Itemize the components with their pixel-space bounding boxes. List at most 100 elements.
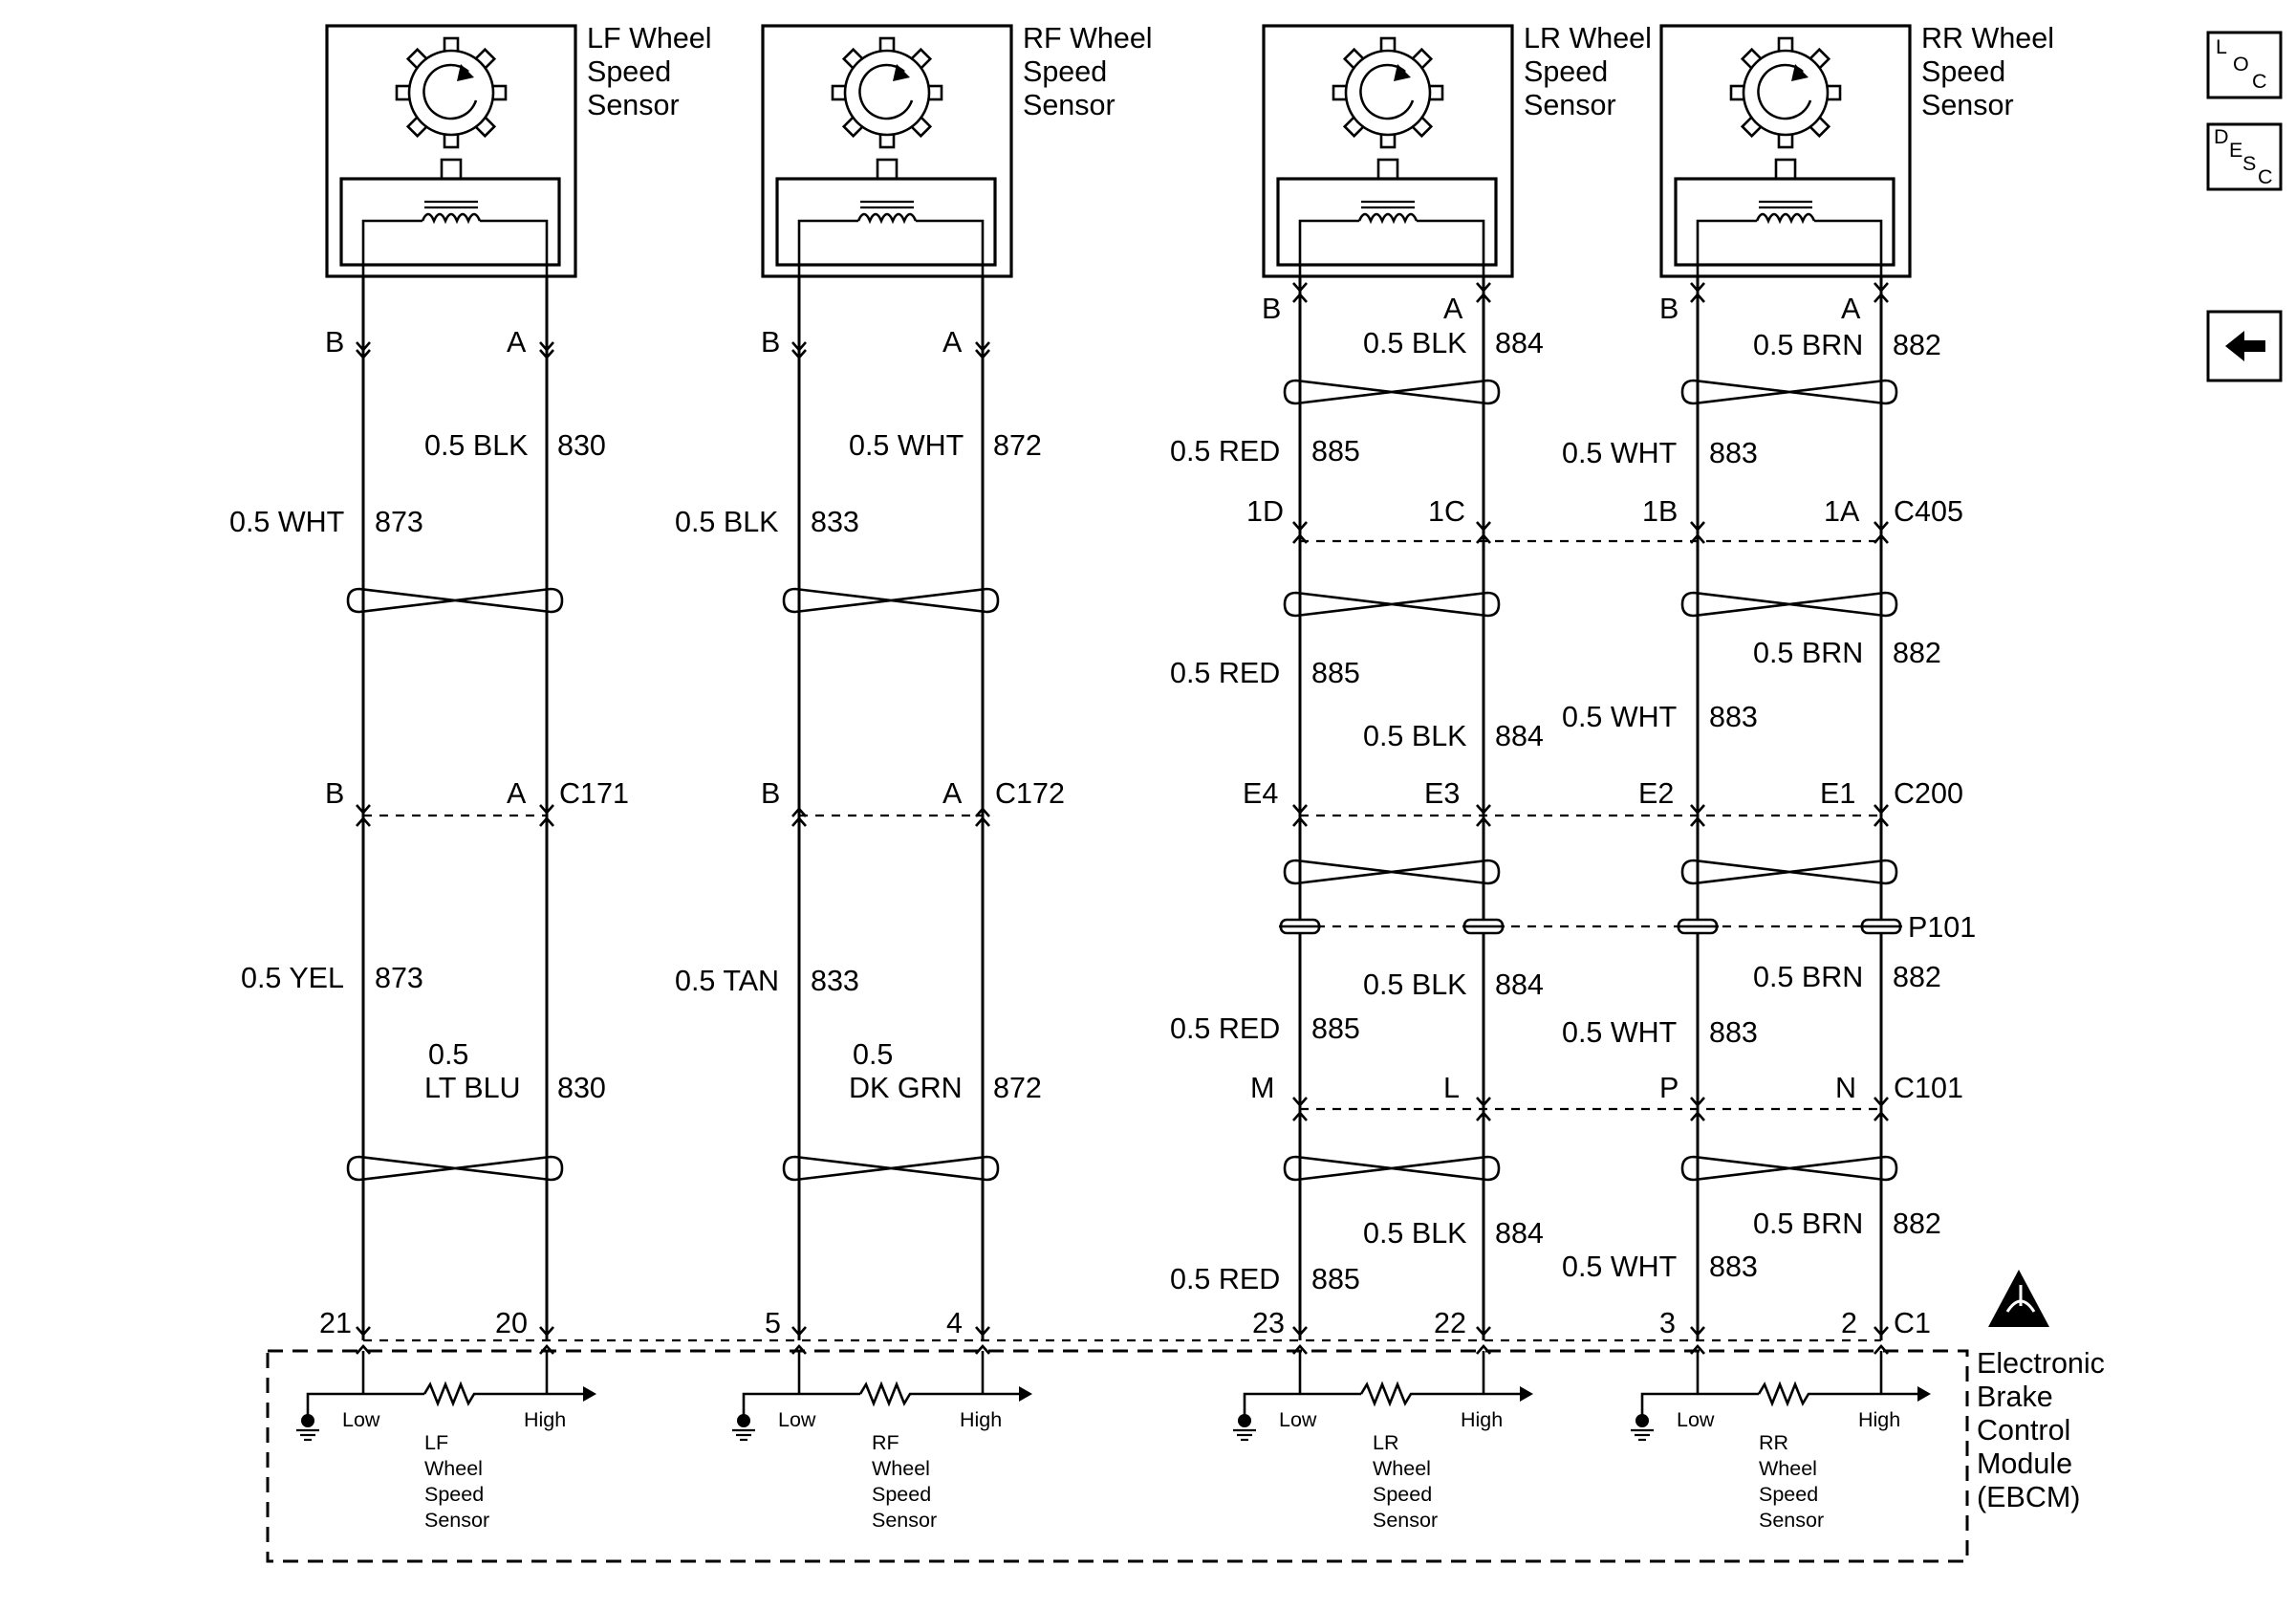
circuit-number: 883 (1709, 1016, 1758, 1049)
wire-color: 0.5 WHT (1562, 701, 1677, 733)
ebcm-internal-rf: Low High RF Wheel Speed Sensor (730, 1351, 1032, 1532)
pin-label: A (1443, 293, 1463, 325)
pin-label: B (1659, 293, 1679, 325)
loc-letter: C (2252, 70, 2267, 93)
wire-color: 0.5 WHT (1562, 1251, 1677, 1283)
splice-icon (1277, 918, 1323, 935)
ground-icon (1629, 1412, 1656, 1442)
twisted-pair-icon (346, 1155, 564, 1182)
wire-color: 0.5 BLK (1363, 720, 1467, 752)
ebcm-module: Electronic Brake Control Module (EBCM) (266, 1270, 2105, 1563)
wire-color: 0.5 WHT (849, 429, 964, 462)
twisted-pair-icon (1680, 1155, 1898, 1182)
ebcm-label: Module (1977, 1447, 2072, 1480)
rr-sensor: RR Wheel Speed Sensor (1659, 22, 2054, 287)
sensor-label: Sensor (1524, 89, 1616, 121)
splice-label: P101 (1908, 911, 1976, 944)
connector-label: C172 (995, 777, 1065, 810)
internal-sensor-label: Speed (872, 1483, 931, 1506)
lf-wiring: B A 0.5 BLK 830 0.5 WHT 873 B A C171 0.5… (229, 276, 629, 1340)
high-label: High (524, 1408, 566, 1431)
pin-label: B (325, 777, 344, 810)
twisted-pair-icon (1283, 591, 1501, 618)
pin-label: P (1659, 1072, 1679, 1104)
wire-color: 0.5 BRN (1753, 637, 1863, 669)
loc-letter: L (2216, 35, 2227, 58)
sensor-label: Speed (1524, 55, 1608, 88)
low-label: Low (1677, 1408, 1715, 1431)
circuit-number: 884 (1495, 968, 1544, 1001)
sensor-label: LR Wheel (1524, 22, 1652, 54)
pin-label: A (942, 326, 963, 359)
desc-letter: D (2214, 125, 2229, 148)
sensor-label: Speed (587, 55, 671, 88)
pin-label: E3 (1424, 777, 1460, 810)
ground-icon (730, 1412, 757, 1442)
wire-color: 0.5 RED (1170, 1012, 1280, 1045)
internal-sensor-label: Speed (1759, 1483, 1818, 1506)
ebcm-label: Control (1977, 1414, 2070, 1447)
wire-color: 0.5 BLK (1363, 968, 1467, 1001)
ebcm-label: Electronic (1977, 1347, 2105, 1380)
pin-label: A (1841, 293, 1861, 325)
sensor-label: RR Wheel (1921, 22, 2054, 54)
sensor-label: Sensor (1921, 89, 2014, 121)
twisted-pair-icon (1283, 859, 1501, 885)
pin-label: 3 (1659, 1307, 1676, 1339)
desc-letter: C (2258, 165, 2273, 188)
desc-button[interactable]: D E S C (2206, 122, 2283, 191)
sensor-label: Sensor (587, 89, 680, 121)
back-button[interactable] (2206, 310, 2283, 382)
loc-button[interactable]: L O C (2206, 31, 2283, 99)
pin-label: 2 (1841, 1307, 1857, 1339)
loc-letter: O (2233, 53, 2249, 76)
internal-sensor-label: Sensor (1373, 1509, 1438, 1532)
internal-sensor-label: Wheel (424, 1457, 483, 1480)
high-label: High (960, 1408, 1002, 1431)
low-label: Low (342, 1408, 380, 1431)
desc-letter: S (2242, 152, 2256, 175)
pin-label: B (325, 326, 344, 359)
low-label: Low (778, 1408, 816, 1431)
internal-sensor-label: Sensor (872, 1509, 937, 1532)
internal-sensor-label: Wheel (872, 1457, 930, 1480)
pin-label: 20 (495, 1307, 528, 1339)
sensor-gear-icon (831, 36, 943, 149)
low-label: Low (1279, 1408, 1317, 1431)
wire-color: 0.5 WHT (229, 506, 344, 538)
pin-label: A (942, 777, 963, 810)
ebcm-internal-rr: Low High RR Wheel Speed Sensor (1629, 1351, 1931, 1532)
wire-color: 0.5 BLK (424, 429, 529, 462)
circuit-number: 884 (1495, 1217, 1544, 1250)
circuit-number: 833 (811, 506, 859, 538)
high-label: High (1858, 1408, 1900, 1431)
circuit-number: 872 (993, 429, 1042, 462)
circuit-number: 884 (1495, 327, 1544, 359)
rf-wiring: B A 0.5 WHT 872 0.5 BLK 833 B A C172 0.5… (675, 276, 1065, 1340)
pin-label: B (761, 777, 780, 810)
pin-label: E1 (1820, 777, 1855, 810)
ebcm-label: Brake (1977, 1381, 2053, 1413)
coil-icon (1357, 200, 1419, 223)
wire-color: 0.5 RED (1170, 657, 1280, 689)
internal-sensor-label: LR (1373, 1431, 1398, 1454)
circuit-number: 873 (375, 962, 423, 994)
twisted-pair-icon (1283, 379, 1501, 405)
pin-label: 21 (319, 1307, 352, 1339)
circuit-number: 883 (1709, 437, 1758, 469)
lr-sensor: LR Wheel Speed Sensor (1262, 22, 1652, 287)
twisted-pair-icon (782, 1155, 1000, 1182)
circuit-number: 882 (1893, 961, 1941, 993)
lf-sensor: LF Wheel Speed Sensor (325, 22, 712, 430)
twisted-pair-icon (782, 587, 1000, 614)
wire-color: 0.5 BLK (1363, 327, 1467, 359)
pin-label: B (1262, 293, 1281, 325)
circuit-number: 872 (993, 1072, 1042, 1104)
coil-icon (1755, 200, 1816, 223)
circuit-number: 885 (1311, 1263, 1360, 1295)
internal-sensor-label: Wheel (1373, 1457, 1431, 1480)
wire-color: LT BLU (424, 1072, 521, 1104)
circuit-number: 882 (1893, 1208, 1941, 1240)
pin-label: A (507, 777, 527, 810)
internal-sensor-label: Sensor (1759, 1509, 1824, 1532)
